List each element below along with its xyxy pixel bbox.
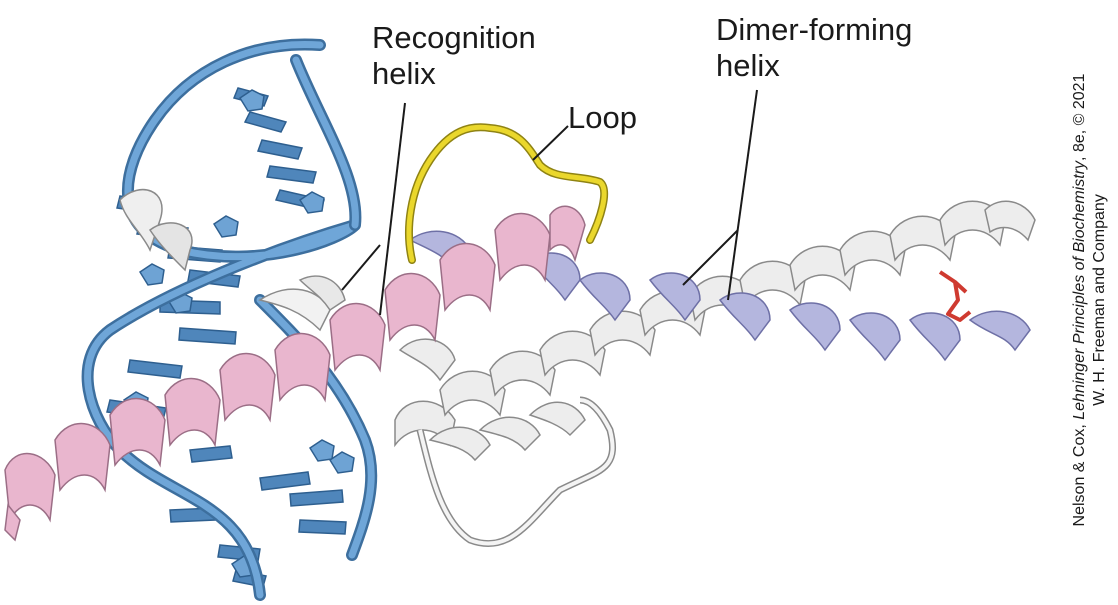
dimer-forming-helix-label: Dimer-forming helix	[716, 12, 912, 84]
pink-recognition-helix	[4, 205, 586, 542]
loop-label-text: Loop	[568, 100, 637, 135]
credit-line-1: Nelson & Cox, Lehninger Principles of Bi…	[1070, 74, 1090, 527]
dimer-label-line-2: helix	[716, 48, 780, 83]
credit-edition: , 8e, © 2021	[1071, 73, 1088, 161]
recognition-leader-branch	[341, 244, 381, 291]
purple-dimer-helix	[408, 230, 1031, 362]
recognition-leader-line	[379, 102, 406, 316]
recognition-label-line-1: Recognition	[372, 20, 536, 55]
credit-line-2: W. H. Freeman and Company	[1091, 194, 1108, 406]
white-protein-ribbons	[119, 189, 1036, 548]
loop-label: Loop	[568, 100, 637, 136]
recognition-helix-label: Recognition helix	[372, 20, 536, 92]
dimer-leader-branch	[682, 229, 739, 286]
loop-leader-line	[532, 125, 569, 161]
credit-authors: Nelson & Cox,	[1071, 419, 1088, 527]
recognition-label-line-2: helix	[372, 56, 436, 91]
dna-double-helix	[81, 38, 378, 601]
dimer-leader-line	[727, 89, 758, 301]
credit-book-title: Lehninger Principles of Biochemistry	[1071, 160, 1088, 420]
red-side-chain	[938, 270, 972, 322]
dimer-label-line-1: Dimer-forming	[716, 12, 913, 47]
label-leader-lines	[341, 89, 758, 316]
